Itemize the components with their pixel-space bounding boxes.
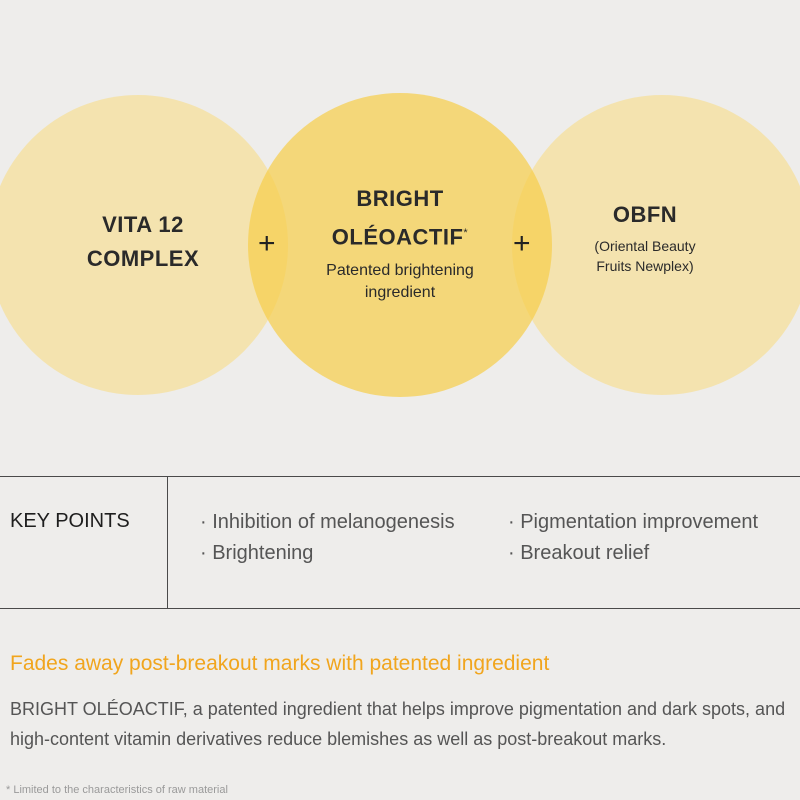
oleoactif-sub-line2: ingredient — [364, 284, 436, 302]
key-points-table: KEY POINTS · Inhibition of melanogenesis… — [0, 476, 800, 609]
vita12-title-line2: COMPLEX — [86, 246, 200, 271]
obfn-title: OBFN — [612, 202, 678, 227]
obfn-sub-line2: Fruits Newplex) — [596, 258, 694, 274]
key-point-item: · Breakout relief — [508, 542, 650, 564]
ingredient-venn-diagram: VITA 12 COMPLEX + BRIGHT OLÉOACTIF* Pate… — [0, 93, 800, 397]
plus-icon-right: + — [513, 227, 531, 260]
circle-bright-oleoactif — [248, 93, 552, 397]
oleoactif-footnote-mark: * — [463, 227, 469, 239]
circle-obfn — [512, 95, 800, 395]
venn-circles — [0, 93, 800, 397]
oleoactif-title-line2: OLÉOACTIF* — [295, 216, 505, 254]
obfn-label: OBFN (Oriental Beauty Fruits Newplex) — [565, 198, 725, 276]
vita12-title-line1: VITA 12 — [102, 212, 184, 237]
key-points-divider — [167, 477, 168, 608]
key-points-heading: KEY POINTS — [10, 510, 130, 532]
key-point-item: · Pigmentation improvement — [508, 511, 759, 533]
plus-icon-left: + — [258, 227, 276, 260]
oleoactif-sub-line1: Patented brightening — [326, 262, 474, 280]
footnote: * Limited to the characteristics of raw … — [6, 784, 228, 796]
key-point-item: · Inhibition of melanogenesis — [200, 511, 455, 533]
oleoactif-title-line1: BRIGHT — [356, 186, 444, 211]
oleoactif-title-text: OLÉOACTIF — [331, 224, 464, 250]
vita12-label: VITA 12 COMPLEX — [58, 208, 228, 276]
headline: Fades away post-breakout marks with pate… — [10, 652, 550, 675]
obfn-sub-line1: (Oriental Beauty — [594, 238, 696, 254]
key-point-item: · Brightening — [200, 542, 314, 564]
circle-vita12 — [0, 95, 288, 395]
bright-oleoactif-label: BRIGHT OLÉOACTIF* Patented brightening i… — [295, 182, 505, 304]
description: BRIGHT OLÉOACTIF, a patented ingredient … — [10, 699, 786, 749]
